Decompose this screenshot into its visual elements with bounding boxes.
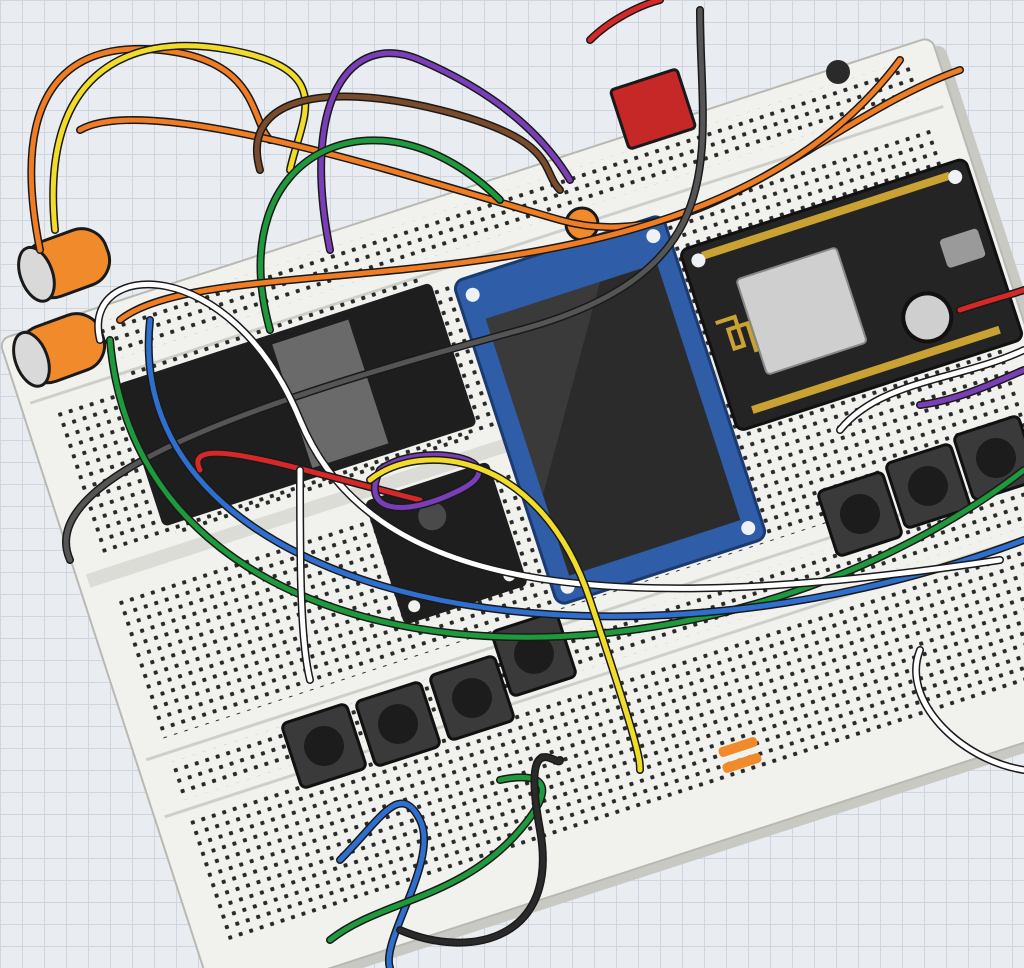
push-button-2 xyxy=(355,681,441,767)
transistor xyxy=(826,60,850,84)
capacitor-1 xyxy=(17,227,112,303)
wire-yellow-down xyxy=(367,457,643,773)
wire-white-upper-right xyxy=(837,347,1024,433)
wire-green-bottom xyxy=(327,774,545,943)
esp-shield-can xyxy=(736,247,867,375)
wire-black-bottom xyxy=(397,754,563,945)
usb-port xyxy=(939,228,986,268)
wire-blue-bottom xyxy=(337,800,427,968)
resistor-orange xyxy=(718,737,758,757)
push-button-icon xyxy=(281,415,1024,789)
wire-blue xyxy=(146,317,1024,619)
wire-red-top xyxy=(587,0,663,43)
wires xyxy=(27,0,1024,968)
wire-white xyxy=(95,281,1003,591)
terminal-strip-bottom xyxy=(186,535,1024,944)
capacitor-2 xyxy=(12,312,107,388)
wire-brown xyxy=(254,94,563,193)
resistor-orange-2 xyxy=(722,753,762,773)
esp-module-icon xyxy=(680,158,1023,431)
wire-white-short xyxy=(297,467,313,683)
wire-green xyxy=(258,137,503,333)
capacitor-icon xyxy=(12,206,600,388)
tft-display-icon xyxy=(453,215,767,605)
push-button-1 xyxy=(281,703,367,789)
push-button-3 xyxy=(429,655,515,741)
wire-yellow xyxy=(50,43,308,233)
esp-capacitor xyxy=(901,291,954,344)
relay-block xyxy=(609,68,697,150)
push-button-6 xyxy=(885,443,971,529)
wire-purple-right xyxy=(917,367,1024,408)
push-button-5 xyxy=(817,471,903,557)
wire-purple xyxy=(318,50,573,253)
wire-white-right xyxy=(913,647,1024,773)
wire-green-loop xyxy=(107,337,1024,640)
antenna-trace xyxy=(715,314,759,353)
wire-gray xyxy=(63,7,706,563)
sensor-module xyxy=(365,462,527,624)
wire-purple-loop xyxy=(372,452,482,510)
wire-orange xyxy=(28,46,273,253)
power-rail-top xyxy=(32,60,920,383)
wire-red-right xyxy=(957,287,1024,313)
